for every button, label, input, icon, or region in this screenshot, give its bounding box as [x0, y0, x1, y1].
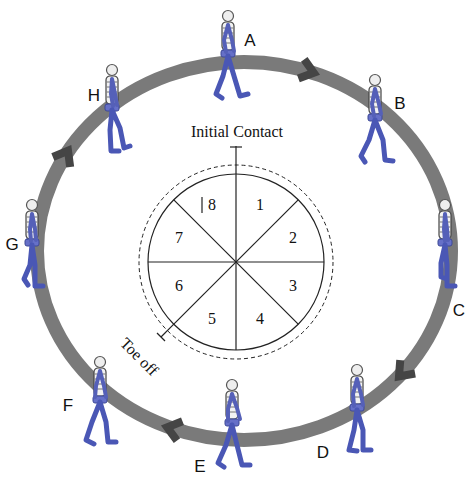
- phase-number: 5: [208, 311, 216, 327]
- phase-wheel: [148, 174, 324, 350]
- walking-figure: [361, 75, 393, 163]
- direction-chevron: [298, 59, 316, 82]
- initial-contact-tick: [235, 146, 236, 174]
- toe-off-tick: [157, 333, 165, 341]
- walking-figure: [438, 200, 455, 287]
- sector-line: [174, 200, 298, 324]
- walking-figure: [349, 365, 371, 452]
- event-label: Toe off: [117, 335, 161, 379]
- phase-number: 2: [289, 230, 297, 246]
- walking-figure: [105, 65, 130, 152]
- phase-letter: C: [453, 302, 465, 319]
- initial-contact-tick: [230, 146, 242, 147]
- cycle-ring: [37, 62, 451, 440]
- event-label: Initial Contact: [191, 124, 283, 140]
- walking-figure: [86, 357, 116, 445]
- toe-off-tick: [161, 324, 174, 337]
- phase-letter: E: [194, 458, 205, 475]
- walking-figure: [24, 200, 43, 287]
- phase-letter: F: [63, 397, 73, 414]
- phase-letter: G: [5, 236, 18, 253]
- phase-letter: D: [317, 444, 329, 461]
- direction-chevron: [392, 360, 416, 383]
- phase-letter: B: [394, 95, 405, 112]
- direction-chevron: [53, 146, 77, 167]
- phase-number: 6: [175, 278, 183, 294]
- walking-figure: [216, 11, 248, 99]
- phase-number: 1: [256, 197, 264, 213]
- phase-number: 8: [208, 197, 216, 213]
- sector-mark: [201, 197, 202, 213]
- direction-chevron: [164, 418, 182, 441]
- phase-letter: A: [244, 32, 255, 49]
- sector-line: [174, 200, 298, 324]
- walking-figure: [218, 380, 250, 468]
- phase-number: 3: [289, 278, 297, 294]
- phase-letter: H: [88, 87, 100, 104]
- phase-number: 4: [256, 311, 264, 327]
- dashed-circle: [139, 165, 333, 359]
- phase-number: 7: [175, 230, 183, 246]
